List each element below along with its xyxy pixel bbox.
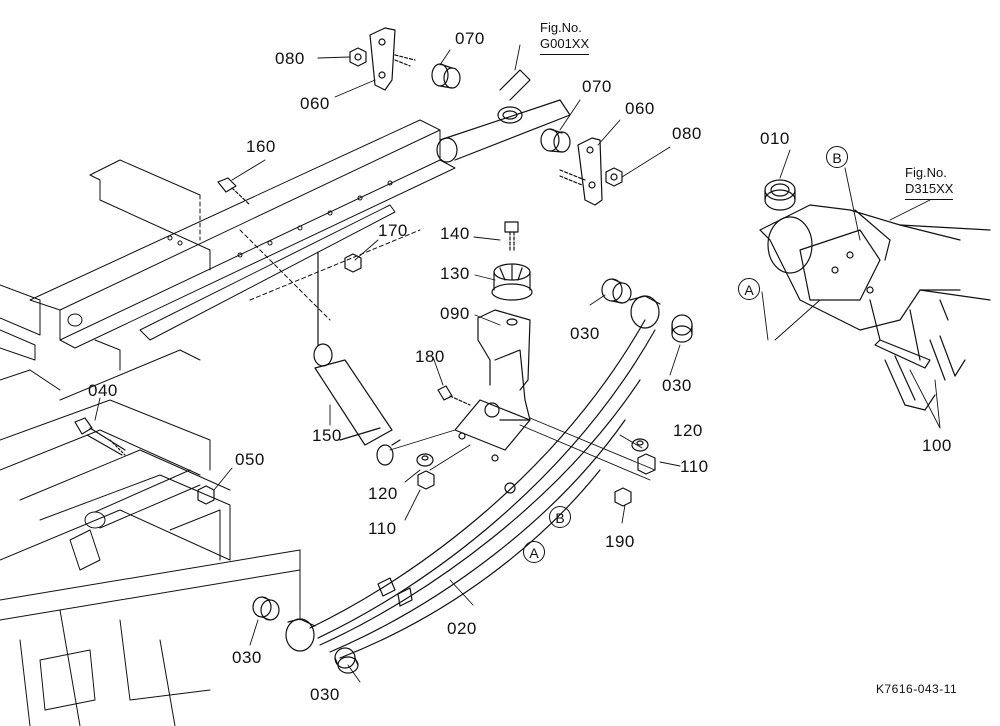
part-label-150: 150 — [312, 426, 342, 445]
part-label-070: 070 — [455, 29, 485, 48]
nut-110-left — [417, 470, 435, 490]
figure-ref-d315: Fig.No. D315XX — [905, 165, 954, 200]
part-label-190: 190 — [605, 532, 635, 551]
part-label-040: 040 — [88, 381, 118, 400]
bolt-160 — [217, 177, 251, 206]
part-label-180: 180 — [415, 347, 445, 366]
part-label-070: 070 — [582, 77, 612, 96]
part-label-080: 080 — [275, 49, 305, 68]
figure-ref-g001: Fig.No. G001XX — [540, 20, 590, 55]
nut-080-right — [605, 167, 623, 187]
part-label-160: 160 — [246, 137, 276, 156]
axle-housing-inset — [759, 179, 991, 331]
part-label-010: 010 — [760, 129, 790, 148]
shock-absorber-150 — [313, 251, 401, 466]
part-label-170: 170 — [378, 221, 408, 240]
part-label-080: 080 — [672, 124, 702, 143]
part-label-130: 130 — [440, 264, 470, 283]
callout-ref-b: B — [826, 146, 848, 168]
rubber-mount-130 — [491, 263, 533, 301]
part-label-030: 030 — [232, 648, 262, 667]
figure-ref-label: Fig.No. — [540, 20, 582, 35]
bush-030-bottom — [334, 647, 359, 674]
part-label-120: 120 — [368, 484, 398, 503]
callout-ref-a: A — [738, 278, 760, 300]
bush-030-top — [601, 278, 632, 304]
part-label-030: 030 — [662, 376, 692, 395]
part-label-030: 030 — [570, 324, 600, 343]
bush-070-top — [431, 63, 461, 89]
part-label-120: 120 — [673, 421, 703, 440]
figure-ref-number: D315XX — [905, 181, 954, 200]
part-label-060: 060 — [300, 94, 330, 113]
part-label-110: 110 — [680, 457, 709, 476]
u-bolt-lines — [389, 417, 656, 481]
hanger-bracket-060-left — [369, 27, 416, 91]
part-label-140: 140 — [440, 224, 470, 243]
bolt-180 — [437, 385, 471, 406]
part-label-030: 030 — [310, 685, 340, 704]
part-label-100: 100 — [922, 436, 952, 455]
callout-ref-a: A — [523, 541, 545, 563]
bolt-040 — [74, 417, 126, 456]
part-label-020: 020 — [447, 619, 477, 638]
nut-170 — [344, 253, 362, 273]
bush-030-bottom-left — [252, 596, 280, 621]
hanger-bracket-060-right — [559, 137, 603, 206]
nut-190 — [614, 487, 632, 507]
nut-080-left — [349, 47, 367, 67]
part-label-050: 050 — [235, 450, 265, 469]
bush-070-right — [540, 128, 571, 153]
bush-030-right — [671, 314, 693, 343]
ring-washer — [497, 106, 523, 124]
bracket-090 — [454, 309, 531, 462]
part-label-060: 060 — [625, 99, 655, 118]
nut-120-right — [631, 438, 649, 452]
nut-050 — [197, 485, 215, 505]
callout-ref-b: B — [549, 506, 571, 528]
figure-ref-number: G001XX — [540, 36, 590, 55]
drawing-code: K7616-043-11 — [876, 682, 958, 696]
leader-lines — [94, 44, 941, 683]
nut-120-left — [416, 453, 434, 467]
part-label-090: 090 — [440, 304, 470, 323]
u-bolts-100 — [869, 299, 966, 411]
figure-ref-label: Fig.No. — [905, 165, 947, 180]
part-label-110: 110 — [368, 519, 397, 538]
leaf-spring-020 — [285, 295, 661, 659]
bolt-140 — [504, 221, 519, 253]
